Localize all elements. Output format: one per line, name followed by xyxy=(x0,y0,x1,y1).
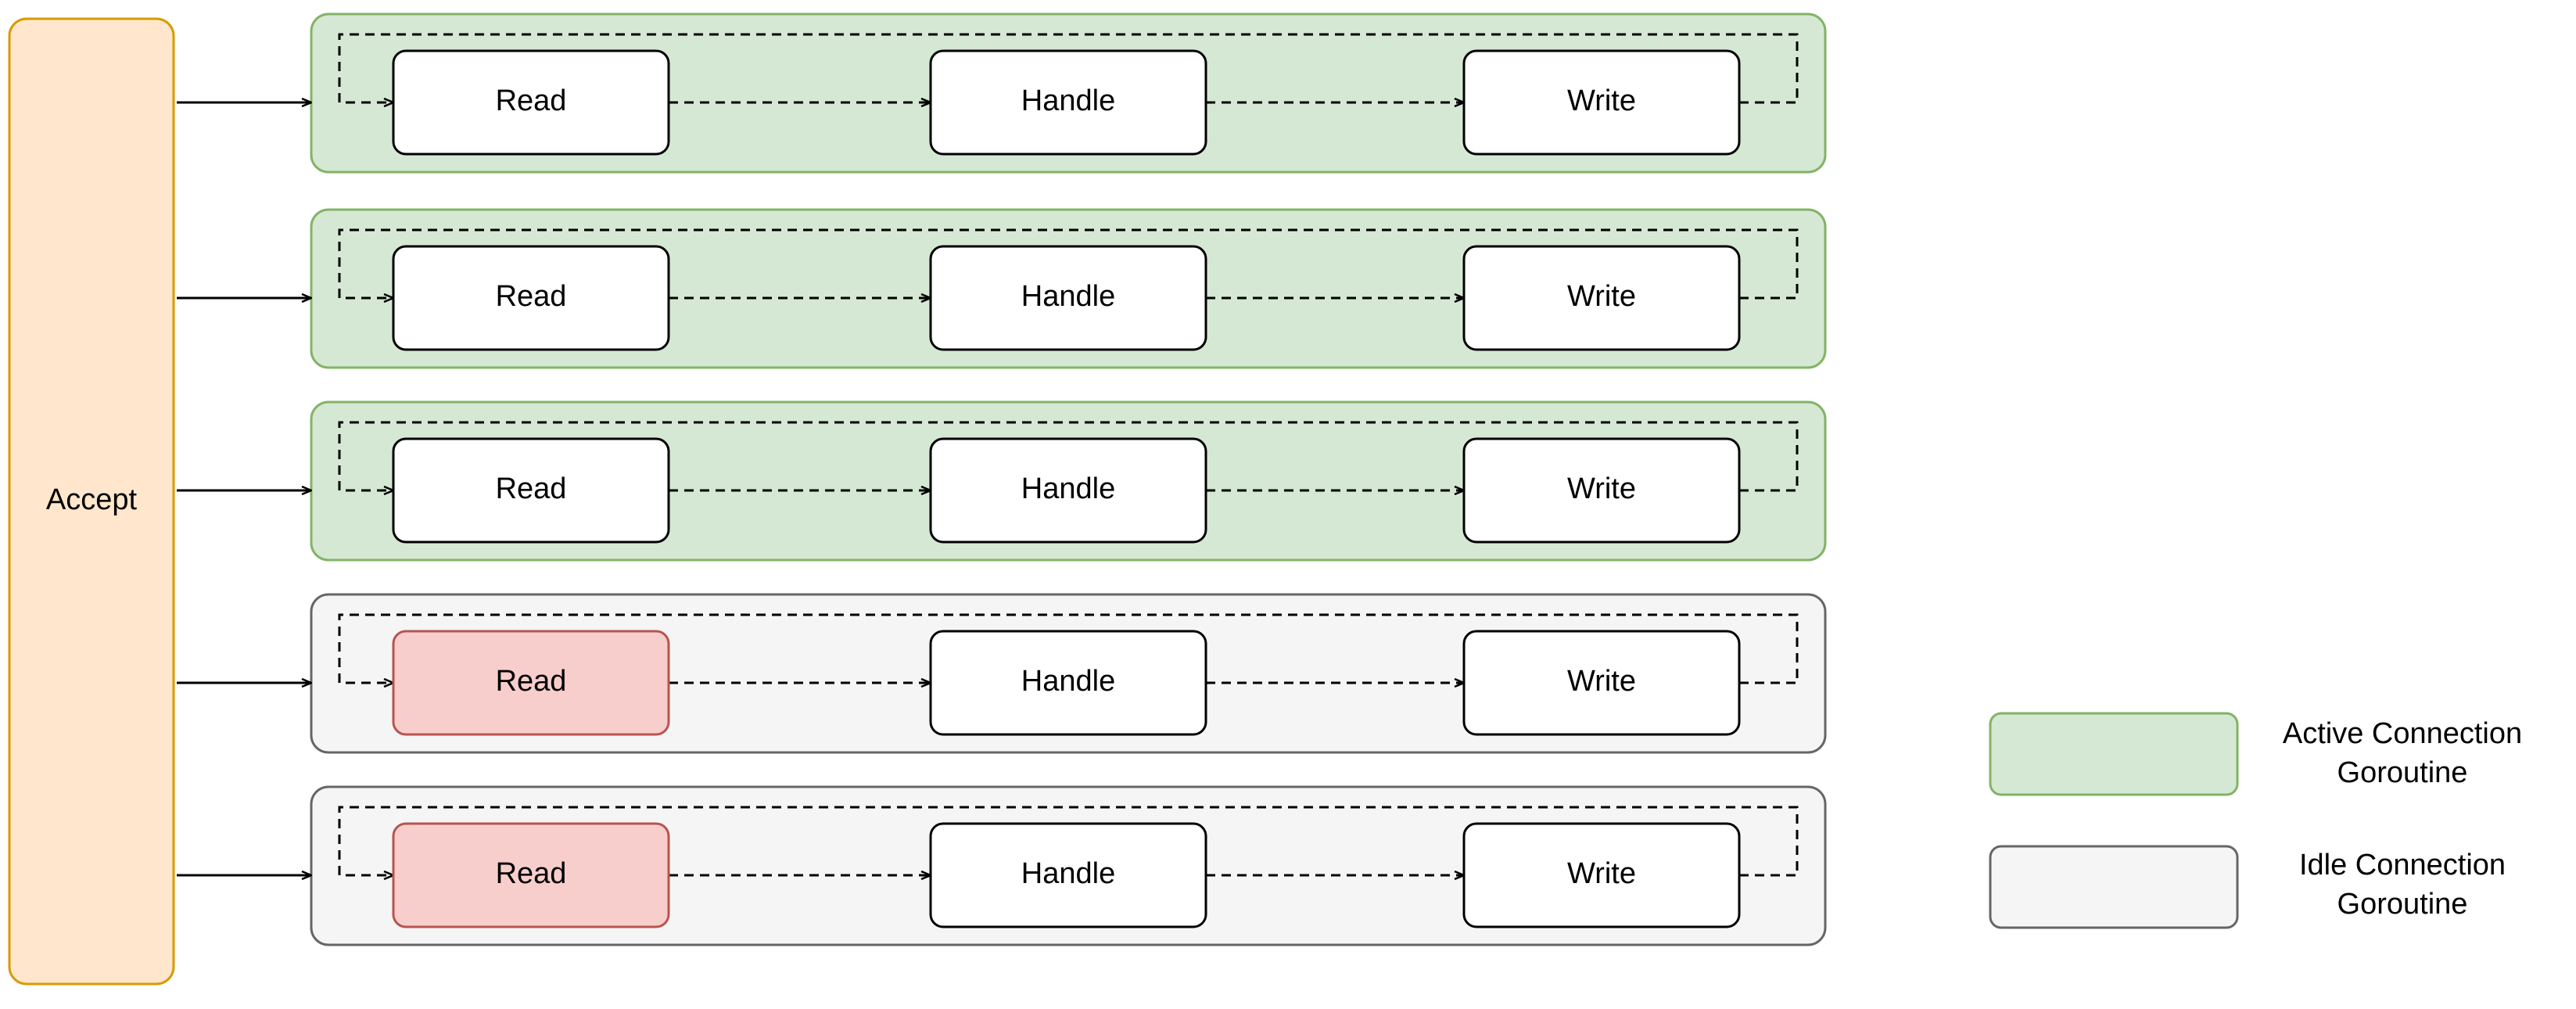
handle-node xyxy=(929,245,1207,351)
loop-back-arrow xyxy=(338,33,1799,102)
read-label: Read xyxy=(496,472,567,505)
accept-node xyxy=(8,17,175,986)
write-node xyxy=(1462,822,1741,928)
connection-row-2: Read Handle Write xyxy=(177,208,1827,369)
read-node xyxy=(392,49,670,156)
handle-label: Handle xyxy=(1021,665,1115,698)
write-label: Write xyxy=(1567,665,1636,698)
write-node xyxy=(1462,630,1741,736)
handle-label: Handle xyxy=(1021,84,1115,117)
read-label: Read xyxy=(496,665,567,698)
legend-idle-label-line2: Goroutine xyxy=(2337,888,2468,921)
legend-idle-swatch xyxy=(1989,845,2239,929)
write-label: Write xyxy=(1567,84,1636,117)
loop-back-arrow xyxy=(338,613,1799,683)
legend-active-swatch xyxy=(1989,712,2239,796)
read-label: Read xyxy=(496,84,567,117)
loop-back-arrow xyxy=(338,421,1799,490)
handle-label: Handle xyxy=(1021,472,1115,505)
handle-node xyxy=(929,630,1207,736)
read-label: Read xyxy=(496,857,567,890)
connection-row-1: Read Handle Write xyxy=(177,13,1827,174)
handle-node xyxy=(929,822,1207,928)
read-label: Read xyxy=(496,280,567,313)
write-node xyxy=(1462,49,1741,156)
legend-active-label-line2: Goroutine xyxy=(2337,756,2468,789)
read-node-blocked xyxy=(392,822,670,928)
write-label: Write xyxy=(1567,472,1636,505)
accept-label: Accept xyxy=(46,483,138,516)
handle-node xyxy=(929,437,1207,544)
read-node xyxy=(392,437,670,544)
connection-row-3: Read Handle Write xyxy=(177,400,1827,562)
write-label: Write xyxy=(1567,857,1636,890)
legend-active-label-line1: Active Connection xyxy=(2283,717,2522,750)
write-node xyxy=(1462,437,1741,544)
connection-row-5: Read Handle Write xyxy=(177,785,1827,946)
handle-label: Handle xyxy=(1021,857,1115,890)
legend-idle-label-line1: Idle Connection xyxy=(2299,849,2506,882)
handle-node xyxy=(929,49,1207,156)
loop-back-arrow xyxy=(338,228,1799,298)
read-node xyxy=(392,245,670,351)
connection-row-4: Read Handle Write xyxy=(177,593,1827,754)
loop-back-arrow xyxy=(338,806,1799,875)
read-node-blocked xyxy=(392,630,670,736)
write-node xyxy=(1462,245,1741,351)
handle-label: Handle xyxy=(1021,280,1115,313)
write-label: Write xyxy=(1567,280,1636,313)
